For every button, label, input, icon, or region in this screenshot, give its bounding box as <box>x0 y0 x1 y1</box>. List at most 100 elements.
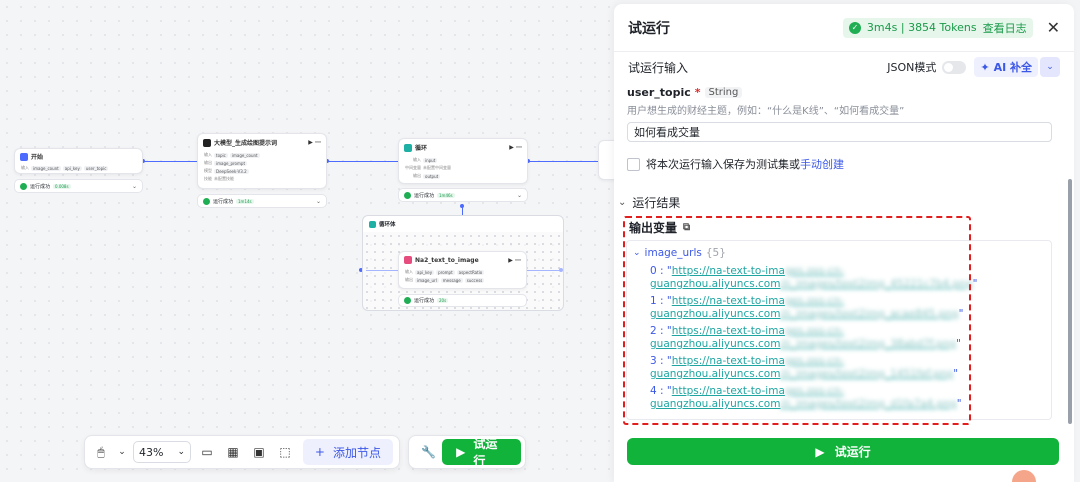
image-icon[interactable]: ▣ <box>253 445 265 459</box>
row-label: 输入 <box>413 157 421 162</box>
run-toolbar: 🔧 ▶试运行 <box>408 435 526 469</box>
url-link[interactable]: guangzhou.aliyuncs.com/n_images/text2img… <box>650 308 959 320</box>
list-item: 1 : "https://na-text-to-images.oss-cn- g… <box>650 295 964 320</box>
param-chip: image_prompt <box>214 160 248 166</box>
result-section-header[interactable]: ⌄ 运行结果 <box>614 194 1074 211</box>
chevron-down-icon: ⌄ <box>131 182 137 190</box>
tree-count: {5} <box>705 247 726 259</box>
save-row: 将本次运行输入保存为测试集或手动创建 <box>614 156 1074 172</box>
edge-llm-loop <box>327 161 398 162</box>
add-node-button[interactable]: +添加节点 <box>302 439 393 465</box>
play-icon[interactable]: ▶ ⋯ <box>509 144 522 151</box>
wrench-icon[interactable]: 🔧 <box>421 445 437 459</box>
port-dot[interactable] <box>325 159 329 163</box>
test-run-panel: 试运行 ✓ 3m4s | 3854 Tokens 查看日志 ✕ 试运行输入 JS… <box>614 4 1074 482</box>
manual-create-link[interactable]: 手动创建 <box>800 158 844 171</box>
assistant-avatar[interactable] <box>1012 470 1036 482</box>
status-text: 运行成功 <box>213 198 234 205</box>
url-link[interactable]: https://na-text-to-images.oss-cn- <box>672 265 844 277</box>
list-item: 2 : "https://na-text-to-images.oss-cn- g… <box>650 325 961 350</box>
copy-icon[interactable]: ⧉ <box>683 222 691 233</box>
url-part: guangzhou.aliyuncs.com <box>650 308 781 320</box>
user-topic-input[interactable]: 如何看成交量 <box>627 122 1052 142</box>
play-icon[interactable]: ▶ ⋯ <box>508 256 521 264</box>
panel-scrollbar[interactable] <box>1068 179 1072 424</box>
field-type: String <box>704 87 743 98</box>
output-title-label: 输出变量 <box>629 221 678 235</box>
list-item: 4 : "https://na-text-to-images.oss-cn- g… <box>650 385 962 410</box>
port-dot[interactable] <box>526 159 530 163</box>
node-status[interactable]: 运行成功 0.008s ⌄ <box>14 179 143 193</box>
ai-fill-button[interactable]: ✦AI 补全 <box>974 57 1038 77</box>
status-text: 运行成功 <box>414 192 435 199</box>
mouse-mode-icon[interactable]: 🖱 <box>97 444 105 459</box>
tree-key: image_urls <box>644 247 702 259</box>
list-item: 0 : "https://na-text-to-images.oss-cn- g… <box>650 265 978 290</box>
node-start[interactable]: 开始 输入 image_count api_key user_topic <box>14 148 143 174</box>
play-icon[interactable]: ▶ ⋯ <box>308 139 321 146</box>
save-checkbox[interactable] <box>627 157 640 171</box>
node-status[interactable]: 运行成功 1m46s ⌄ <box>398 188 528 202</box>
url-link[interactable]: https://na-text-to-images.oss-cn- <box>672 295 844 307</box>
url-link[interactable]: guangzhou.aliyuncs.com/n_images/text2img… <box>650 368 953 380</box>
chevron-down-icon[interactable]: ⌄ <box>1040 57 1060 77</box>
tree-root[interactable]: ⌄ image_urls {5} <box>633 247 726 259</box>
export-icon[interactable]: ⬚ <box>279 445 291 459</box>
url-link[interactable]: guangzhou.aliyuncs.com/n_images/text2img… <box>650 278 973 290</box>
success-icon <box>203 197 210 205</box>
url-link[interactable]: https://na-text-to-images.oss-cn- <box>672 355 844 367</box>
chevron-down-icon: ⌄ <box>516 191 522 199</box>
url-part: https://na-text-to-ima <box>671 385 785 397</box>
chevron-down-icon[interactable]: ⌄ <box>118 447 126 457</box>
url-part: guangzhou.aliyuncs.com <box>650 398 781 410</box>
output-title: 输出变量 ⧉ <box>629 219 690 236</box>
url-part-blurred: /n_images/text2img_d1fa7a4.png <box>780 398 957 410</box>
play-icon: ▶ <box>456 445 466 459</box>
required-mark: * <box>694 86 701 99</box>
input-value: 如何看成交量 <box>634 126 700 139</box>
port-dot[interactable] <box>460 204 464 208</box>
url-part-blurred: ges.oss-cn- <box>784 385 845 397</box>
url-part-blurred: /n_images/text2img_38abd7f.png <box>780 338 957 350</box>
node-title: 循环 <box>415 145 428 152</box>
row-value: 未配置中间变量 <box>423 165 451 170</box>
chevron-down-icon: ⌄ <box>315 197 321 205</box>
time-tag: 20s <box>437 298 449 303</box>
url-link[interactable]: guangzhou.aliyuncs.com/n_images/text2img… <box>650 398 957 410</box>
grid-layout-icon[interactable]: ▦ <box>227 445 239 459</box>
input-section-title: 试运行输入 <box>628 60 689 75</box>
json-mode-toggle[interactable] <box>942 60 967 74</box>
url-link[interactable]: https://na-text-to-images.oss-cn- <box>672 385 844 397</box>
url-link[interactable]: https://na-text-to-images.oss-cn- <box>672 325 844 337</box>
param-chip: image_count <box>31 165 61 171</box>
node-status[interactable]: 运行成功 20s <box>398 294 527 307</box>
port-dot[interactable] <box>141 159 145 163</box>
node-status[interactable]: 运行成功 1m14s ⌄ <box>197 194 327 208</box>
workflow-canvas[interactable]: 开始 输入 image_count api_key user_topic 运行成… <box>0 0 614 482</box>
canvas-toolbar: 🖱 ⌄ 43%⌄ ▭ ▦ ▣ ⬚ +添加节点 <box>84 435 400 469</box>
view-log-link[interactable]: 查看日志 <box>982 21 1027 35</box>
param-chip: success <box>464 277 485 283</box>
close-icon[interactable]: ✕ <box>1046 18 1060 37</box>
param-chip: prompt <box>436 269 455 275</box>
result-section-title: 运行结果 <box>632 196 681 210</box>
run-button-primary[interactable]: ▶ 试运行 <box>627 438 1059 465</box>
panel-header: 试运行 ✓ 3m4s | 3854 Tokens 查看日志 ✕ <box>614 4 1074 52</box>
llm-icon <box>203 138 211 147</box>
port-dot[interactable] <box>359 268 363 272</box>
comment-icon[interactable]: ▭ <box>201 445 213 459</box>
edge-loop-next <box>528 161 598 162</box>
param-chip: message <box>440 277 463 283</box>
url-part: guangzhou.aliyuncs.com <box>650 278 781 290</box>
output-json-viewer[interactable]: ⌄ image_urls {5} 0 : "https://na-text-to… <box>626 240 1052 420</box>
zoom-select[interactable]: 43%⌄ <box>133 441 191 463</box>
field-name: user_topic <box>627 86 691 99</box>
url-link[interactable]: guangzhou.aliyuncs.com/n_images/text2img… <box>650 338 956 350</box>
node-next-partial[interactable] <box>598 140 614 180</box>
run-button[interactable]: ▶试运行 <box>442 437 521 468</box>
item-index: 2 : <box>650 325 667 337</box>
node-title: Na2_text_to_image <box>415 256 479 264</box>
